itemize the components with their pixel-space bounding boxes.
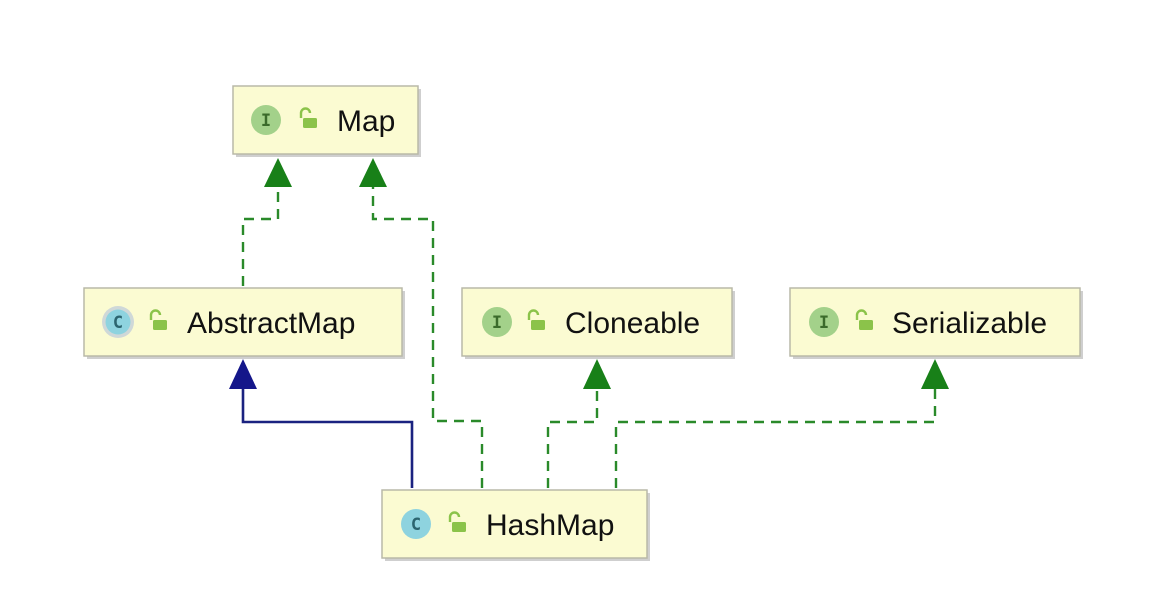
node-label: Serializable — [892, 307, 1047, 340]
lock-icon — [527, 309, 545, 330]
edge-hashmap-implements-map — [371, 186, 484, 488]
node-cloneable[interactable]: I Cloneable — [461, 287, 735, 359]
interface-icon — [251, 105, 281, 135]
lock-icon — [149, 309, 167, 330]
interface-icon — [482, 307, 512, 337]
badge-letter: C — [113, 313, 123, 333]
badge-letter: I — [492, 313, 502, 333]
arrowhead-hashmap-to-cloneable — [583, 359, 611, 389]
lock-icon — [855, 309, 873, 330]
arrowhead-hashmap-to-map — [359, 158, 387, 187]
arrowhead-hashmap-to-abstractmap — [229, 359, 257, 389]
badge-letter: I — [819, 313, 829, 333]
lock-icon — [448, 511, 466, 532]
abstract-class-icon — [102, 306, 134, 338]
badge-letter: I — [261, 111, 271, 131]
edge-hashmap-implements-serializable — [614, 388, 937, 488]
lock-icon — [299, 107, 317, 128]
node-map[interactable]: I Map — [232, 85, 421, 157]
node-label: HashMap — [486, 509, 614, 542]
edges — [229, 158, 949, 488]
edge-hashmap-implements-cloneable — [546, 388, 599, 488]
node-serializable[interactable]: I Serializable — [789, 287, 1083, 359]
node-abstract-map[interactable]: C AbstractMap — [83, 287, 405, 359]
arrowhead-hashmap-to-serializable — [921, 359, 949, 389]
class-icon — [401, 509, 431, 539]
edge-hashmap-extends-abstractmap — [241, 388, 414, 488]
node-label: AbstractMap — [187, 307, 355, 340]
edge-abstractmap-implements-map — [241, 186, 280, 286]
node-label: Map — [337, 105, 395, 138]
arrowhead-abstractmap-to-map — [264, 158, 292, 187]
node-hash-map[interactable]: C HashMap — [381, 489, 650, 561]
interface-icon — [809, 307, 839, 337]
node-label: Cloneable — [565, 307, 700, 340]
badge-letter: C — [411, 515, 421, 535]
